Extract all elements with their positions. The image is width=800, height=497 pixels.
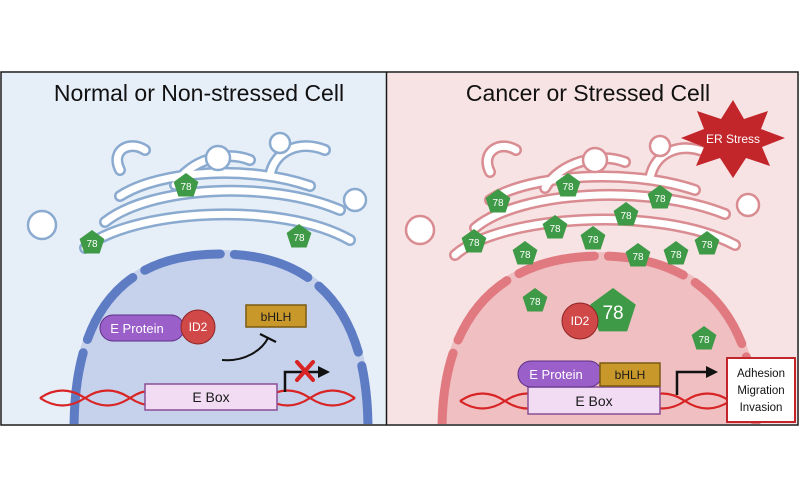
inhibition-bar <box>259 333 277 343</box>
right-vesicle <box>735 192 761 218</box>
left-e-protein: E Protein <box>99 314 185 342</box>
left-e-box: E Box <box>144 383 278 411</box>
svg-text:78: 78 <box>698 335 710 346</box>
svg-text:78: 78 <box>587 235 599 246</box>
transcription-arrow <box>675 366 718 395</box>
outcome-invasion: Invasion <box>740 402 783 414</box>
grp78-marker: 78 <box>625 243 651 267</box>
grp78-marker: 78 <box>691 326 717 350</box>
svg-text:78: 78 <box>549 224 561 235</box>
right-nucleus <box>437 251 761 424</box>
grp78-marker: 78 <box>79 230 105 254</box>
right-id2: ID2 <box>561 302 599 340</box>
blocked-transcription-arrow <box>283 360 330 392</box>
right-panel-title: Cancer or Stressed Cell <box>466 80 710 106</box>
svg-text:E Box: E Box <box>192 389 229 405</box>
svg-text:E Protein: E Protein <box>110 321 163 336</box>
right-vesicle <box>648 134 672 158</box>
grp78-marker: 78 <box>485 189 511 213</box>
grp78-marker: 78 <box>555 173 581 197</box>
svg-text:78: 78 <box>562 182 574 193</box>
svg-text:78: 78 <box>654 194 666 205</box>
er-stress-burst: ER Stress <box>681 100 785 178</box>
grp78-marker: 78 <box>286 224 312 248</box>
svg-text:E Protein: E Protein <box>529 367 582 382</box>
svg-text:E Box: E Box <box>575 393 612 409</box>
left-bhlh: bHLH <box>245 304 307 328</box>
grp78-marker: 78 <box>542 215 568 239</box>
grp78-marker: 78 <box>512 241 538 265</box>
right-panel: 78 78 78 78 78 78 78 78 78 78 78 78 78 7… <box>387 73 797 424</box>
svg-text:78: 78 <box>180 182 192 193</box>
svg-text:ID2: ID2 <box>571 314 590 328</box>
svg-text:78: 78 <box>632 252 644 263</box>
right-e-protein: E Protein <box>517 360 603 388</box>
svg-text:78: 78 <box>492 198 504 209</box>
left-vesicle <box>342 187 368 213</box>
grp78-marker: 78 <box>663 241 689 265</box>
right-e-box: E Box <box>527 386 661 415</box>
left-id2: ID2 <box>180 309 216 345</box>
figure-frame <box>0 71 799 426</box>
svg-text:ER Stress: ER Stress <box>706 132 760 146</box>
left-vesicle <box>204 144 232 172</box>
grp78-large-marker: 78 <box>590 288 636 332</box>
svg-text:78: 78 <box>670 250 682 261</box>
inhibition-arrow <box>221 337 269 362</box>
left-endoplasmic-reticulum <box>26 131 368 254</box>
right-vesicle <box>581 146 609 174</box>
grp78-marker: 78 <box>580 226 606 250</box>
left-panel-title: Normal or Non-stressed Cell <box>54 80 344 106</box>
svg-text:bHLH: bHLH <box>615 368 646 382</box>
svg-text:78: 78 <box>293 233 305 244</box>
svg-text:78: 78 <box>468 238 480 249</box>
svg-text:78: 78 <box>529 297 541 308</box>
right-vesicle <box>404 214 436 246</box>
svg-text:bHLH: bHLH <box>261 310 292 324</box>
svg-text:78: 78 <box>86 239 98 250</box>
right-endoplasmic-reticulum <box>404 134 761 261</box>
outcome-migration: Migration <box>737 385 784 397</box>
svg-text:78: 78 <box>519 250 531 261</box>
grp78-marker: 78 <box>647 185 673 209</box>
left-vesicle <box>26 209 58 241</box>
outcome-adhesion: Adhesion <box>737 368 785 380</box>
svg-text:78: 78 <box>701 240 713 251</box>
left-panel: 78 78 78 E Protein ID2 bHLH <box>2 73 386 424</box>
grp78-marker: 78 <box>461 229 487 253</box>
svg-text:78: 78 <box>620 211 632 222</box>
grp78-marker: 78 <box>613 202 639 226</box>
right-bhlh: bHLH <box>599 362 661 387</box>
grp78-marker: 78 <box>173 173 199 197</box>
left-vesicle <box>268 131 292 155</box>
svg-text:ID2: ID2 <box>189 320 208 334</box>
grp78-marker: 78 <box>522 288 548 312</box>
grp78-marker: 78 <box>694 231 720 255</box>
svg-text:78: 78 <box>602 303 623 324</box>
outcome-box: Adhesion Migration Invasion <box>726 357 796 423</box>
